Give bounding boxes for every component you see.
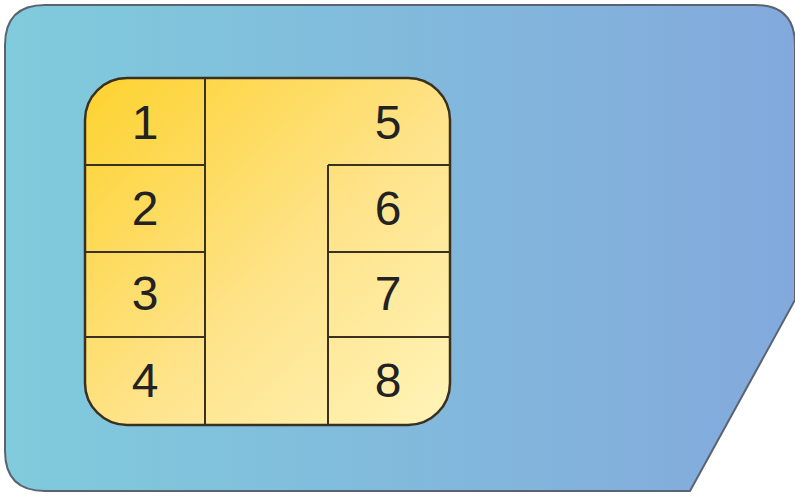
- contact-number: 5: [375, 99, 402, 147]
- contact-dividers: [85, 78, 450, 425]
- contact-number: 3: [132, 270, 159, 318]
- chip-contact-area: [85, 78, 450, 425]
- contact-number: 6: [375, 185, 402, 233]
- contact-number: 7: [375, 270, 402, 318]
- contact-number: 4: [132, 357, 159, 405]
- contact-number: 1: [132, 99, 159, 147]
- card-body: [5, 5, 795, 491]
- contact-number: 2: [132, 185, 159, 233]
- contact-number: 8: [375, 357, 402, 405]
